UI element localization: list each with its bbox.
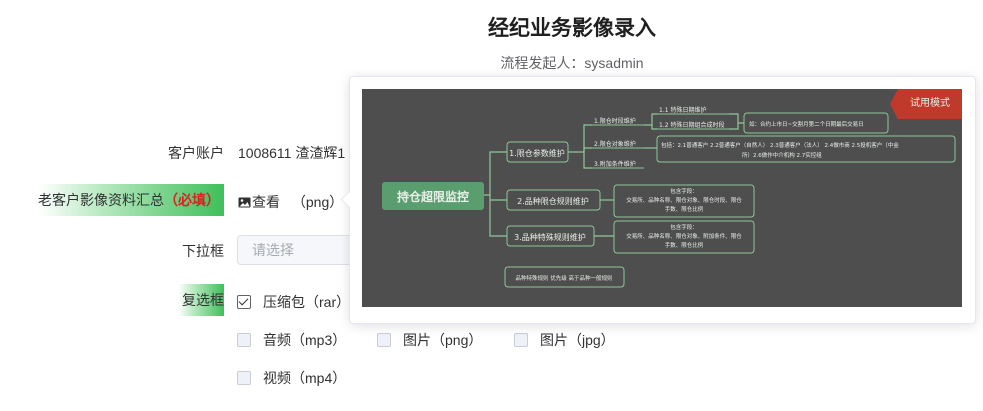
mindmap-root-node — [382, 182, 484, 210]
mindmap-node: 3.附加条件维护 — [594, 160, 636, 168]
mindmap-note: 包括：2.1普通客户 2.2普通客户（自然人） 2.3普通客户（法人） 2.4做… — [661, 141, 899, 149]
checkbox-group-label-text: 复选框 — [182, 292, 224, 308]
checkbox-mp4[interactable]: 视频（mp4） — [237, 368, 346, 388]
mindmap-image: 持仓超限监控 1.限仓参数维护 2.品种限仓规则维护 3.品种特殊规则维护 1.… — [382, 89, 962, 288]
mindmap-note: 手数、限仓比例 — [665, 241, 704, 249]
process-initiator: 流程发起人：sysadmin — [500, 55, 644, 71]
summary-label-text: 老客户影像资料汇总 — [38, 192, 164, 208]
image-preview[interactable]: 持仓超限监控 1.限仓参数维护 2.品种限仓规则维护 3.品种特殊规则维护 1.… — [362, 89, 962, 307]
checkbox-rar[interactable]: 压缩包（rar） — [237, 292, 350, 312]
checkbox-label: 图片（png） — [403, 332, 483, 348]
checkbox-label: 音频（mp3） — [263, 332, 347, 348]
summary-label: 老客户影像资料汇总（必填） — [38, 184, 224, 216]
required-mark: （必填） — [164, 192, 220, 208]
dropdown-label: 下拉框 — [182, 243, 224, 259]
mindmap-note: 手数、限仓比例 — [665, 205, 704, 213]
mindmap-note: 品种特殊规则 优先级 高于品种一般规则 — [516, 274, 613, 282]
image-icon — [238, 197, 251, 208]
checkbox-png[interactable]: 图片（png） — [377, 330, 482, 350]
account-label: 客户账户 — [168, 145, 224, 161]
checkbox-label: 压缩包（rar） — [263, 294, 351, 310]
mindmap-root-text: 持仓超限监控 — [397, 189, 469, 204]
dropdown-select[interactable]: 请选择 — [237, 235, 367, 265]
view-label: 查看 — [252, 194, 280, 210]
checkbox-box[interactable] — [237, 295, 251, 309]
mindmap-node: 1.2 特殊日期组合成时段 — [659, 121, 724, 129]
mindmap-node: 2.限仓对象维护 — [594, 140, 636, 148]
checkbox-mp3[interactable]: 音频（mp3） — [237, 330, 346, 350]
checkbox-group-label: 复选框 — [178, 284, 224, 316]
view-attachment-link[interactable]: 查看 （png） — [238, 192, 343, 212]
checkbox-label: 图片（jpg） — [540, 332, 615, 348]
mindmap-branch: 2.品种限仓规则维护 — [517, 196, 589, 206]
checkbox-box[interactable] — [237, 371, 251, 385]
checkbox-label: 视频（mp4） — [263, 370, 347, 386]
mindmap-note: 包含字段： — [670, 223, 698, 231]
checkbox-box[interactable] — [237, 333, 251, 347]
mindmap-note: 交易所、品种名称、限仓对象、限仓时段、限仓 — [626, 196, 742, 204]
mindmap-note: 如：合约上市日~交割月第二个日期最后交易日 — [749, 120, 864, 128]
image-preview-popover: 持仓超限监控 1.限仓参数维护 2.品种限仓规则维护 3.品种特殊规则维护 1.… — [349, 76, 976, 324]
checkbox-box[interactable] — [377, 333, 391, 347]
mindmap-branch: 3.品种特殊规则维护 — [514, 232, 586, 242]
mindmap-branch: 1.限仓参数维护 — [509, 148, 565, 158]
account-value: 1008611 渣渣辉1 — [238, 145, 346, 161]
page-title: 经纪业务影像录入 — [488, 17, 656, 40]
mindmap-node: 1.限仓时段维护 — [594, 117, 636, 125]
mindmap-note: 包含字段： — [670, 187, 698, 195]
checkbox-jpg[interactable]: 图片（jpg） — [514, 330, 615, 350]
mindmap-node: 1.1 特殊日期维护 — [659, 106, 706, 114]
checkbox-box[interactable] — [514, 333, 528, 347]
trial-watermark: 试用模式 — [910, 96, 950, 109]
mindmap-note: 交易所、品种名称、限仓对象、附加条件、限仓 — [626, 232, 742, 240]
file-type: （png） — [291, 194, 344, 210]
mindmap-note: 所）2.6做作中介机构 2.7实控组 — [742, 151, 822, 159]
